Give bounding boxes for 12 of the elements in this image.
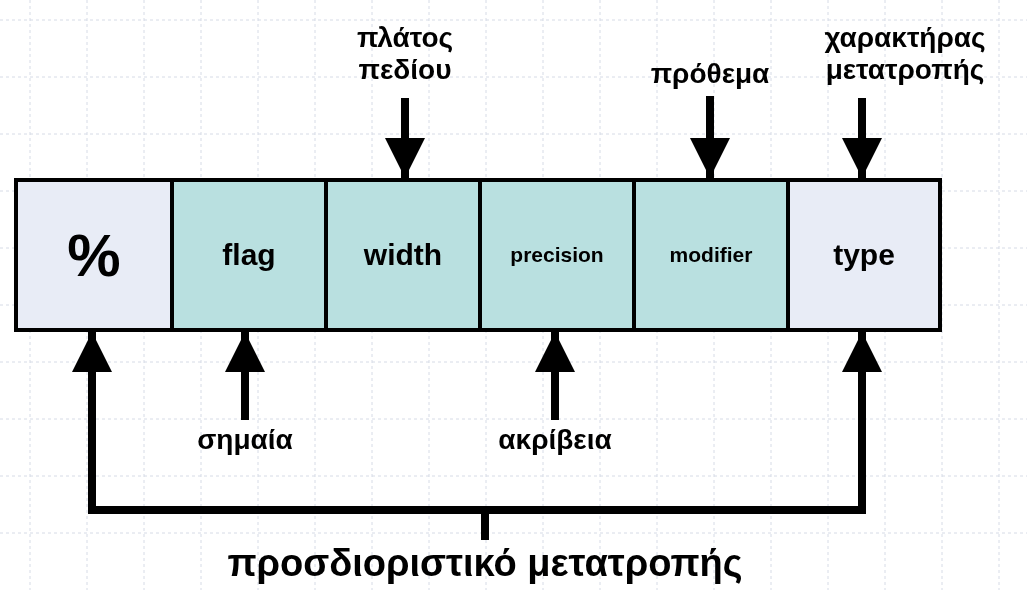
- cell-label: %: [67, 220, 121, 290]
- flag-label: σημαία: [197, 423, 293, 457]
- field-width-label: πλάτος πεδίου: [355, 21, 455, 87]
- cell-label: flag: [222, 237, 276, 273]
- conversion-specifier-label: προσδιοριστικό μετατροπής: [227, 542, 743, 586]
- cell-label: width: [363, 237, 443, 273]
- cell-label: type: [833, 237, 895, 273]
- prefix-label: πρόθεμα: [650, 57, 770, 91]
- conversion-char-label: χαρακτήρας μετατροπής: [823, 21, 987, 87]
- precision-label: ακρίβεια: [498, 423, 612, 457]
- cell-label: precision: [510, 242, 604, 268]
- cell-label: modifier: [669, 242, 753, 268]
